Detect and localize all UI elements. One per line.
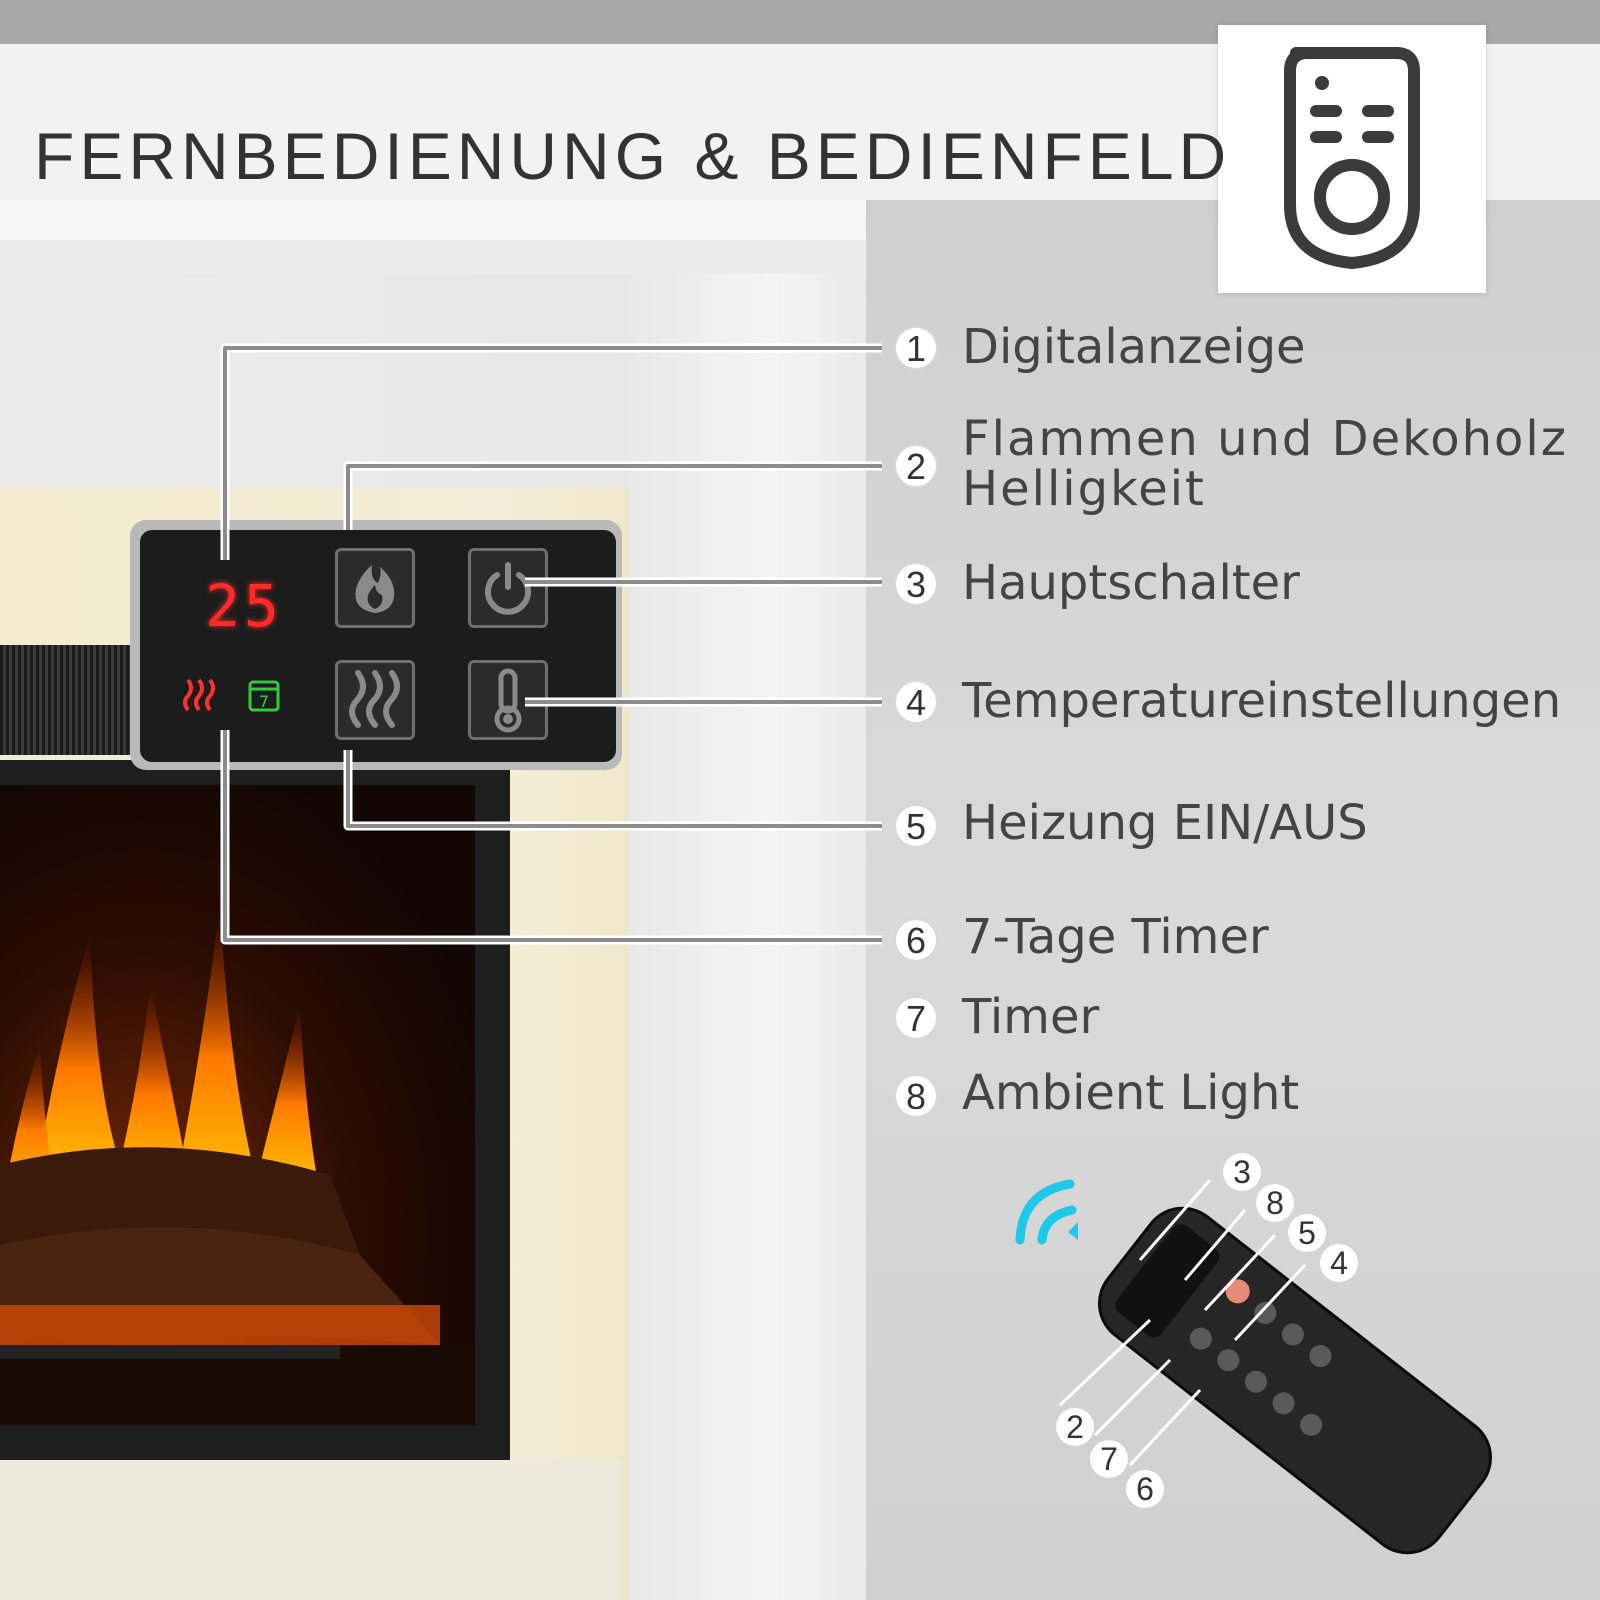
feature-label-flame-brightness: Flammen und Dekoholz Helligkeit xyxy=(962,414,1568,515)
remote-callout-5: 5 xyxy=(1288,1214,1326,1252)
feature-label-temperature: Temperatureinstellungen xyxy=(962,673,1562,729)
feature-label-heater: Heizung EIN/AUS xyxy=(962,795,1368,851)
callout-number-7: 7 xyxy=(894,996,938,1040)
thermometer-icon xyxy=(494,668,522,733)
wireless-signal-icon xyxy=(1015,1179,1078,1245)
feature-label-main-switch: Hauptschalter xyxy=(962,555,1300,611)
feature-label-timer: Timer xyxy=(962,989,1100,1045)
callout-number-8: 8 xyxy=(894,1074,938,1118)
fireplace-top xyxy=(0,200,866,240)
feature-label-flame-line2: Helligkeit xyxy=(962,461,1206,518)
remote-callout-3: 3 xyxy=(1223,1153,1261,1191)
callout-number-3: 3 xyxy=(894,562,938,606)
page-title: FERNBEDIENUNG & BEDIENFELD xyxy=(34,119,1232,193)
callout-number-6: 6 xyxy=(894,918,938,962)
digital-display: 25 xyxy=(205,572,283,640)
fireplace-vent xyxy=(0,645,130,755)
callout-number-4: 4 xyxy=(894,680,938,724)
remote-callout-4: 4 xyxy=(1320,1244,1358,1282)
flames-logs-image xyxy=(0,905,475,1425)
flame-icon xyxy=(355,565,395,613)
remote-callout-8: 8 xyxy=(1256,1184,1294,1222)
fireplace-top-edge xyxy=(0,240,866,274)
callout-number-5: 5 xyxy=(894,804,938,848)
remote-icon-box xyxy=(1218,25,1486,293)
remote-control-image xyxy=(1058,1180,1493,1555)
feature-label-flame-line1: Flammen und Dekoholz xyxy=(962,411,1568,467)
callout-number-2: 2 xyxy=(894,444,938,488)
remote-callout-6: 6 xyxy=(1126,1470,1164,1508)
heat-waves-icon xyxy=(349,670,400,728)
fireplace-base xyxy=(0,1460,620,1600)
callout-number-1: 1 xyxy=(894,326,938,370)
firebox xyxy=(0,785,475,1425)
feature-label-digital-display: Digitalanzeige xyxy=(962,319,1306,375)
power-button[interactable] xyxy=(468,548,548,628)
timer-indicator-icon: 7 xyxy=(248,680,280,712)
remote-callout-7: 7 xyxy=(1090,1440,1128,1478)
heater-button[interactable] xyxy=(335,660,415,740)
remote-callout-2: 2 xyxy=(1056,1408,1094,1446)
heater-indicator-icon xyxy=(183,678,215,712)
svg-text:7: 7 xyxy=(259,692,269,711)
flame-button[interactable] xyxy=(335,548,415,628)
power-icon xyxy=(485,562,531,615)
feature-label-ambient-light: Ambient Light xyxy=(962,1065,1300,1121)
remote-control-icon xyxy=(1284,47,1420,269)
feature-label-7-day-timer: 7-Tage Timer xyxy=(962,909,1269,965)
